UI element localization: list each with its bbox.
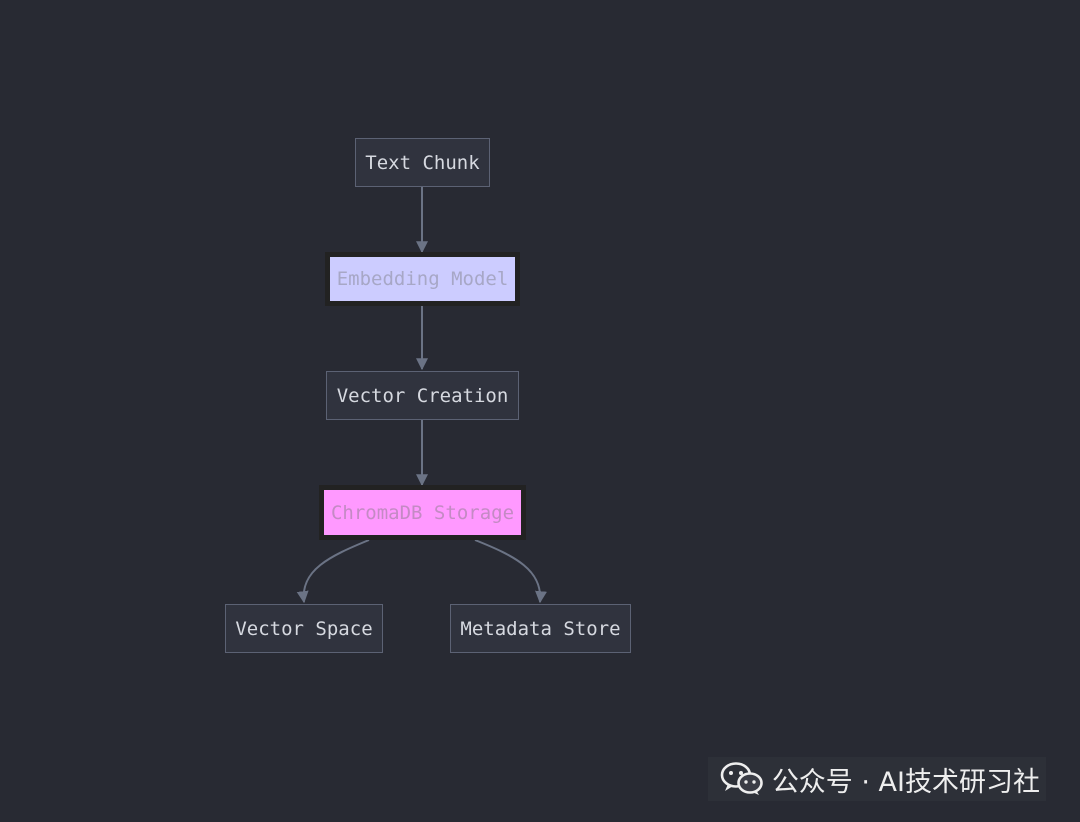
edge-chromadb-to-metadata-store <box>474 539 547 604</box>
node-vector-creation: Vector Creation <box>326 371 519 420</box>
node-embedding-model: Embedding Model <box>325 252 520 306</box>
watermark-text: 公众号 · AI技术研习社 <box>771 766 1040 798</box>
node-text-chunk: Text Chunk <box>355 138 490 187</box>
node-chromadb-storage: ChromaDB Storage <box>319 485 526 540</box>
node-chromadb-storage-label: ChromaDB Storage <box>330 501 515 524</box>
node-text-chunk-label: Text Chunk <box>365 151 480 174</box>
node-metadata-store-label: Metadata Store <box>460 617 621 640</box>
node-vector-creation-label: Vector Creation <box>336 384 509 407</box>
node-embedding-model-label: Embedding Model <box>336 268 509 290</box>
wechat-icon <box>720 762 763 795</box>
node-vector-space: Vector Space <box>225 604 383 653</box>
edge-chromadb-to-vector-space <box>296 539 370 604</box>
watermark: 公众号 · AI技术研习社 <box>707 757 1046 801</box>
node-vector-space-label: Vector Space <box>235 617 373 640</box>
node-metadata-store: Metadata Store <box>450 604 631 653</box>
